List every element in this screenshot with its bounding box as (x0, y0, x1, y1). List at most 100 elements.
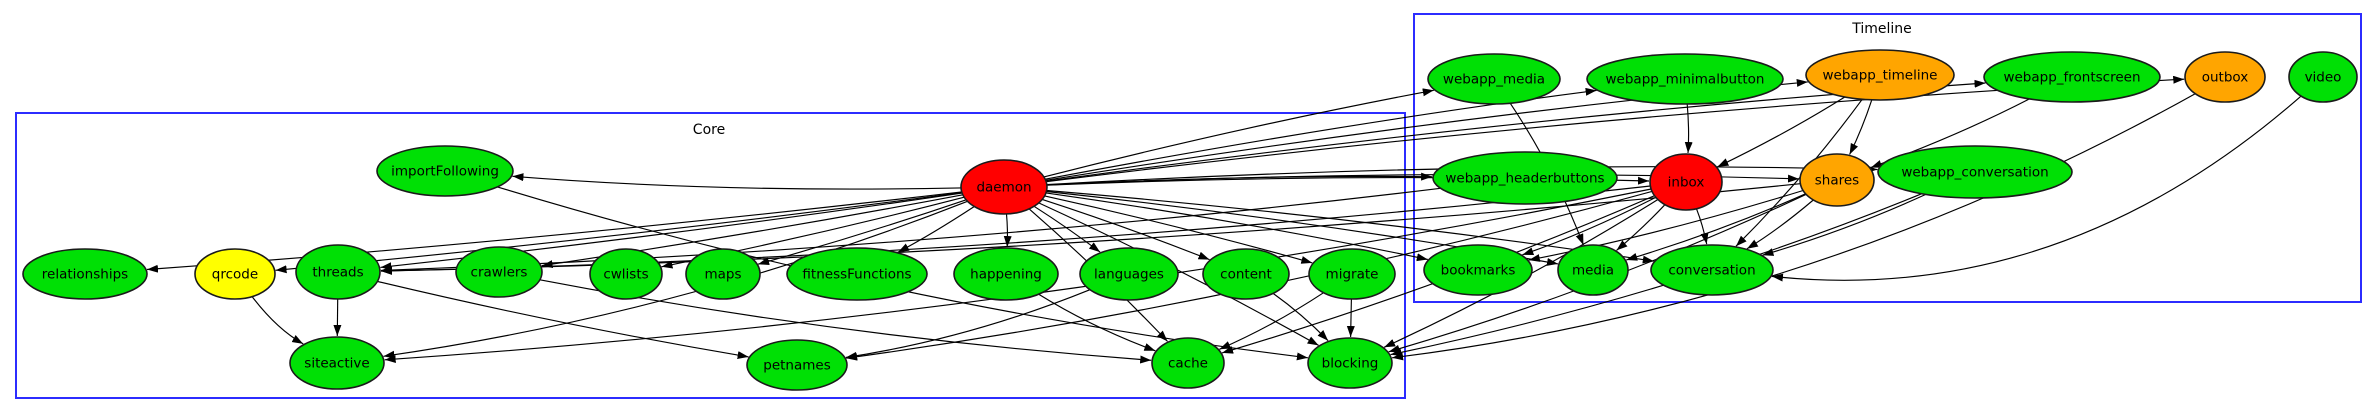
node-webapp_timeline: webapp_timeline (1805, 49, 1955, 101)
node-conversation: conversation (1650, 244, 1774, 296)
node-daemon-shape (960, 159, 1048, 215)
edge-webapp_timeline-inbox (1717, 96, 1846, 168)
node-blocking-label: blocking (1322, 356, 1379, 372)
node-content-label: content (1220, 267, 1272, 283)
node-threads: threads (295, 244, 381, 300)
edge-daemon-webapp_media (1043, 88, 1434, 178)
node-webapp_headerbuttons: webapp_headerbuttons (1432, 151, 1618, 205)
edge-daemon-siteactive (383, 200, 968, 359)
node-fitnessFunctions: fitnessFunctions (786, 247, 928, 301)
node-inbox-label: inbox (1668, 175, 1705, 191)
edge-webapp_conversation-conversation (1762, 193, 1927, 256)
node-bookmarks-shape (1423, 244, 1533, 296)
edge-daemon-conversation (1046, 189, 1654, 264)
edge-languages-petnames (845, 289, 1091, 360)
node-shares: shares (1799, 153, 1875, 207)
node-conversation-label: conversation (1668, 263, 1755, 279)
node-maps: maps (685, 248, 761, 300)
node-webapp_headerbuttons-label: webapp_headerbuttons (1445, 171, 1604, 187)
edge-shares-media (1626, 193, 1806, 261)
node-cwlists-shape (589, 248, 663, 300)
node-webapp_headerbuttons-shape (1432, 151, 1618, 205)
cluster-timeline-label: Timeline (1851, 21, 1912, 37)
node-inbox-shape (1649, 153, 1723, 211)
node-webapp_frontscreen-label: webapp_frontscreen (2003, 70, 2140, 86)
node-relationships-label: relationships (42, 267, 128, 283)
node-webapp_conversation-label: webapp_conversation (1901, 165, 2048, 181)
node-maps-shape (685, 248, 761, 300)
node-migrate-shape (1308, 248, 1396, 300)
node-blocking-shape (1307, 337, 1393, 389)
edge-webapp_timeline-shares (1849, 99, 1873, 155)
edge-daemon-webapp_headerbuttons (1046, 172, 1433, 186)
node-relationships-shape (22, 248, 148, 300)
edge-migrate-cache (1219, 292, 1324, 350)
node-cwlists: cwlists (589, 248, 663, 300)
node-relationships: relationships (22, 248, 148, 300)
node-threads-label: threads (312, 265, 363, 281)
node-webapp_frontscreen: webapp_frontscreen (1983, 51, 2161, 103)
node-cwlists-label: cwlists (603, 267, 648, 283)
node-importFollowing-shape (376, 145, 514, 197)
edge-layer (146, 75, 2302, 364)
node-migrate: migrate (1308, 248, 1396, 300)
edge-shares-bookmarks (1528, 189, 1804, 262)
node-video-label: video (2305, 70, 2342, 86)
node-inbox: inbox (1649, 153, 1723, 211)
node-bookmarks: bookmarks (1423, 244, 1533, 296)
node-media: media (1557, 244, 1629, 296)
node-daemon-label: daemon (976, 180, 1031, 196)
node-petnames-label: petnames (763, 358, 831, 374)
node-maps-label: maps (704, 267, 741, 283)
edge-qrcode-siteactive (251, 296, 304, 345)
node-webapp_minimalbutton-shape (1586, 53, 1784, 105)
node-webapp_media: webapp_media (1427, 53, 1561, 105)
node-fitnessFunctions-label: fitnessFunctions (802, 267, 911, 283)
node-languages: languages (1079, 247, 1179, 301)
edge-daemon-migrate (1044, 195, 1313, 264)
node-shares-shape (1799, 153, 1875, 207)
node-outbox-label: outbox (2202, 70, 2249, 86)
node-webapp_conversation-shape (1877, 145, 2073, 199)
edge-inbox-media (1616, 204, 1666, 251)
edge-happening-cache (1038, 293, 1156, 352)
node-threads-shape (295, 244, 381, 300)
node-webapp_media-shape (1427, 53, 1561, 105)
node-qrcode: qrcode (194, 248, 276, 300)
edge-shares-conversation (1746, 199, 1814, 250)
node-crawlers-label: crawlers (471, 265, 528, 281)
edge-inbox-conversation (1695, 208, 1709, 245)
edge-daemon-blocking (1038, 202, 1319, 346)
edge-daemon-languages (1033, 205, 1101, 253)
edge-content-blocking (1272, 292, 1329, 342)
node-happening: happening (953, 247, 1059, 301)
node-content: content (1202, 248, 1290, 300)
node-happening-label: happening (970, 267, 1042, 283)
node-webapp_frontscreen-shape (1983, 51, 2161, 103)
node-cache: cache (1151, 337, 1225, 389)
node-languages-label: languages (1094, 267, 1164, 283)
node-crawlers: crawlers (455, 246, 543, 298)
node-webapp_conversation: webapp_conversation (1877, 145, 2073, 199)
node-cache-shape (1151, 337, 1225, 389)
edge-daemon-content (1042, 198, 1210, 261)
node-siteactive-label: siteactive (304, 356, 369, 372)
node-siteactive-shape (289, 336, 385, 390)
edge-outbox-blocking (1392, 93, 2196, 361)
node-webapp_timeline-label: webapp_timeline (1823, 68, 1938, 84)
node-petnames: petnames (746, 339, 848, 391)
node-video-shape (2288, 51, 2358, 103)
node-conversation-shape (1650, 244, 1774, 296)
node-outbox: outbox (2184, 51, 2266, 103)
node-content-shape (1202, 248, 1290, 300)
node-cache-label: cache (1168, 356, 1208, 372)
node-webapp_minimalbutton-label: webapp_minimalbutton (1606, 72, 1765, 88)
edge-webapp_headerbuttons-threads (380, 187, 1441, 274)
node-outbox-shape (2184, 51, 2266, 103)
edge-daemon-happening (1003, 213, 1012, 248)
node-bookmarks-label: bookmarks (1441, 263, 1516, 279)
node-shares-label: shares (1815, 173, 1859, 189)
